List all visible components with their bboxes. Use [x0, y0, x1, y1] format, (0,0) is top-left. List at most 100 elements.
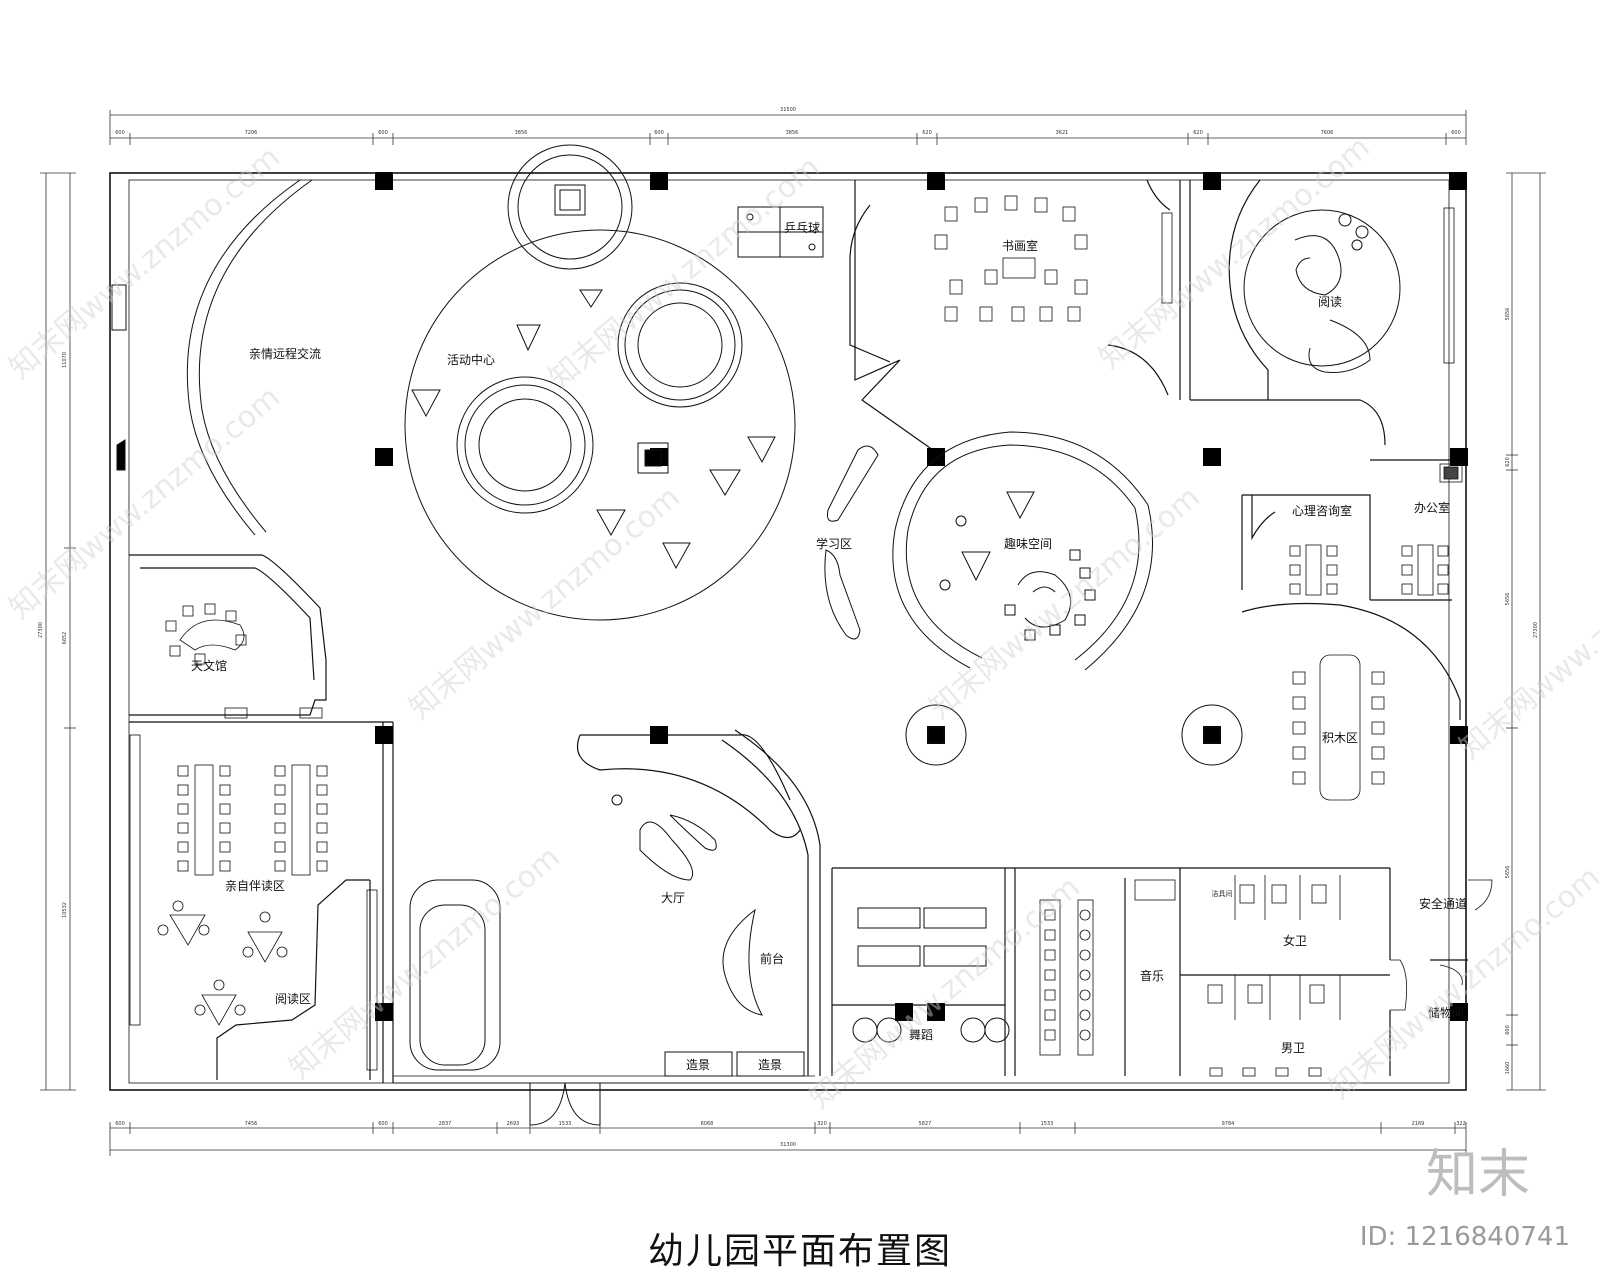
column	[927, 448, 945, 466]
column	[1449, 172, 1467, 190]
label-music: 音乐	[1140, 968, 1164, 983]
parent-reading	[129, 734, 378, 1071]
dim-right-1: 620	[1505, 457, 1511, 467]
dim-bottom-10: 9784	[1222, 1121, 1235, 1127]
study-zone	[824, 445, 879, 640]
column	[650, 172, 668, 190]
column	[927, 1003, 945, 1021]
family-remote-area	[111, 179, 313, 536]
label-office: 办公室	[1414, 500, 1450, 515]
room-labels: 乒乓球 书画室 亲情远程交流 活动中心 阅读 学习区 趣味空间 心理咨询室 办公…	[191, 221, 1467, 1072]
dim-right-4: 600	[1505, 1025, 1511, 1035]
label-planetarium: 天文馆	[191, 658, 227, 673]
safety-storage	[1390, 879, 1493, 1011]
label-family-remote: 亲情远程交流	[249, 346, 321, 361]
label-scenery-2: 造景	[758, 1058, 782, 1072]
dim-top-total: 31500	[780, 107, 796, 113]
dim-right-3: 5656	[1505, 866, 1511, 879]
label-blocks: 积木区	[1322, 731, 1358, 745]
column	[1203, 448, 1221, 466]
painting-room	[934, 195, 1455, 364]
dim-top-2: 600	[378, 130, 388, 136]
watermark: 知末网www.znzmo.com	[283, 840, 567, 1086]
column	[927, 172, 945, 190]
watermark-layer: 知末网www.znzmo.com 知末网www.znzmo.com 知末网www…	[3, 130, 1600, 1116]
label-womens-wc: 女卫	[1283, 933, 1307, 948]
dim-bottom-8: 5827	[919, 1121, 932, 1127]
watermark: 知末网www.znzmo.com	[803, 870, 1087, 1116]
dim-bottom-3: 2837	[439, 1121, 452, 1127]
label-reception: 前台	[760, 951, 784, 966]
dim-top-6: 620	[922, 130, 932, 136]
column	[375, 448, 393, 466]
dim-bottom-0: 600	[115, 1121, 125, 1127]
lobby	[409, 794, 805, 1126]
dim-bottom-6: 6068	[701, 1121, 714, 1127]
dim-left-2: 10532	[62, 902, 68, 918]
dimension-lines	[40, 110, 1546, 1156]
dim-bottom-11: 2169	[1412, 1121, 1425, 1127]
dance-room	[852, 907, 1010, 1043]
dim-bottom-9: 1533	[1041, 1121, 1054, 1127]
planetarium	[165, 603, 323, 719]
dim-bottom-2: 600	[378, 1121, 388, 1127]
column	[1450, 1003, 1468, 1021]
activity-center	[404, 144, 824, 621]
dim-right-total: 27300	[1533, 622, 1539, 638]
restrooms	[1207, 875, 1341, 1077]
column	[375, 172, 393, 190]
label-fun-space: 趣味空间	[1004, 536, 1052, 551]
dim-top-5: 3856	[786, 130, 799, 136]
label-study: 学习区	[816, 536, 852, 551]
dim-bottom-7: 320	[817, 1121, 827, 1127]
window-left	[111, 284, 127, 331]
counseling-office	[1289, 463, 1463, 596]
outer-walls	[109, 172, 1467, 1091]
label-counseling: 心理咨询室	[1292, 503, 1352, 518]
column	[1450, 726, 1468, 744]
dim-bottom-total: 31300	[780, 1142, 796, 1148]
watermark: 知末网www.znzmo.com	[403, 480, 687, 726]
dim-right-2: 5656	[1505, 593, 1511, 606]
column	[1203, 172, 1221, 190]
column-rings	[905, 704, 1243, 766]
internal-walls	[129, 179, 1468, 1083]
label-mens-wc: 男卫	[1281, 1041, 1305, 1055]
dim-bottom-5: 1533	[559, 1121, 572, 1127]
round-reading	[1243, 209, 1401, 373]
watermark: 知末网www.znzmo.com	[3, 140, 287, 386]
label-activity: 活动中心	[447, 352, 495, 367]
watermark: 知末网www.znzmo.com	[1453, 520, 1600, 766]
dim-bottom-12: 322	[1456, 1121, 1466, 1127]
dim-top-9: 7606	[1321, 130, 1334, 136]
dim-bottom-4: 2693	[507, 1121, 520, 1127]
watermark: 知末网www.znzmo.com	[1093, 130, 1377, 376]
dim-left-1: 6652	[62, 632, 68, 645]
dim-left-0: 11070	[62, 352, 68, 368]
label-storage: 储物间	[1428, 1005, 1464, 1020]
dim-top-8: 620	[1193, 130, 1203, 136]
music-room	[1039, 879, 1176, 1056]
watermark: 知末网www.znzmo.com	[3, 380, 287, 626]
label-reading-zone: 阅读区	[275, 992, 311, 1006]
column	[375, 726, 393, 744]
label-pingpong: 乒乓球	[784, 221, 820, 235]
dim-top-1: 7206	[245, 130, 258, 136]
dim-top-10: 600	[1451, 130, 1461, 136]
dim-top-4: 600	[654, 130, 664, 136]
column	[650, 726, 668, 744]
column	[895, 1003, 913, 1021]
brand-logo: 知末	[1425, 1145, 1530, 1205]
label-parent-reading: 亲自伴读区	[225, 879, 285, 893]
label-painting: 书画室	[1002, 238, 1038, 253]
dim-top-0: 600	[115, 130, 125, 136]
plan-title: 幼儿园平面布置图	[647, 1231, 952, 1272]
blocks-zone	[1292, 654, 1385, 801]
label-wc-small: 洁具间	[1212, 889, 1233, 898]
column	[1450, 448, 1468, 466]
dim-bottom-1: 7456	[245, 1121, 258, 1127]
dim-right-0: 5656	[1505, 308, 1511, 321]
dimension-text: 31500 600 7206 600 3856 600 3856 620 362…	[38, 107, 1539, 1148]
dim-top-7: 3621	[1056, 130, 1069, 136]
